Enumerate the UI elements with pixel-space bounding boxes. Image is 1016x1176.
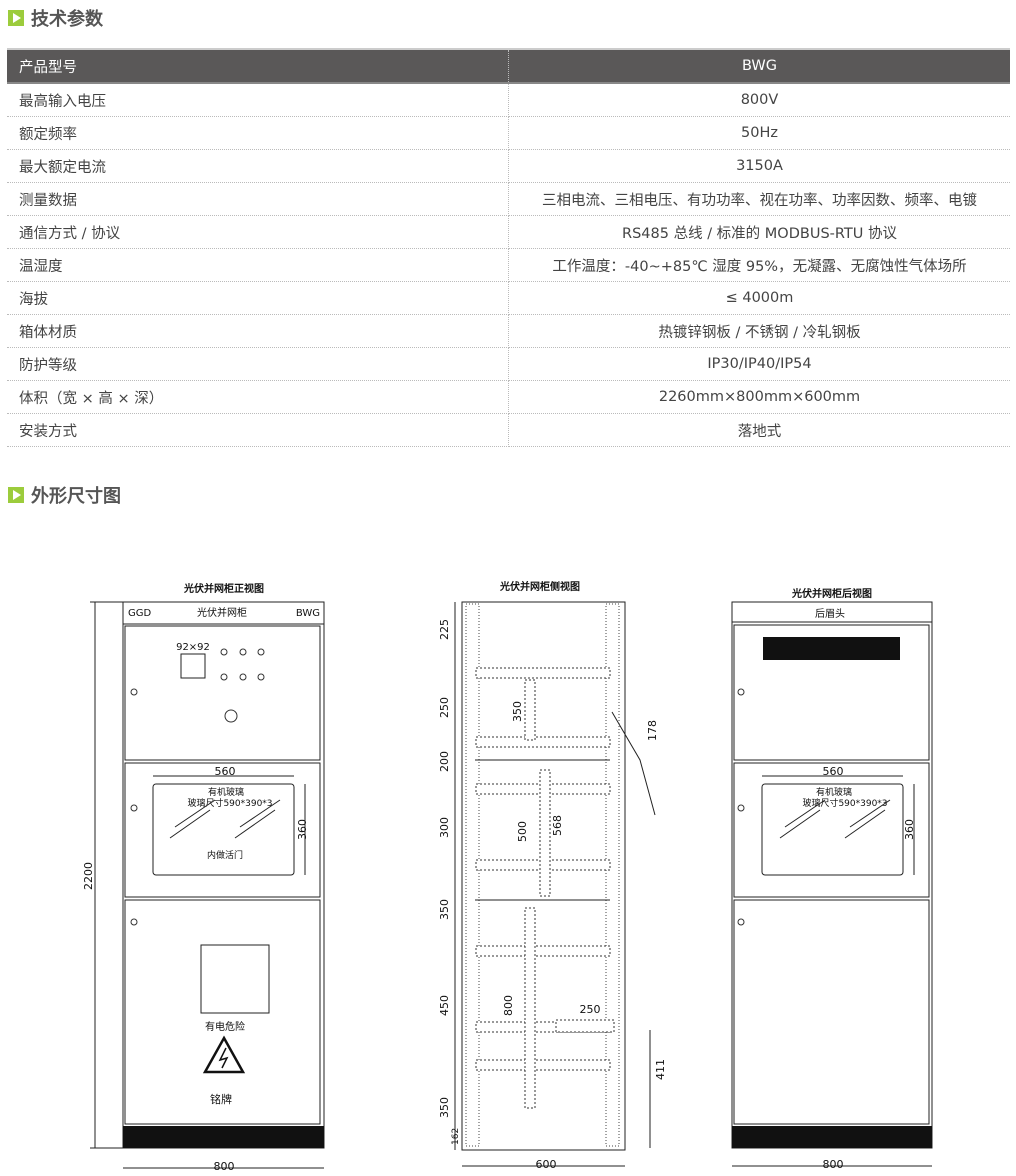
rear-view: 光伏并网柜后视图 后眉头 560 有机玻璃 玻璃尺寸590*390*3 360 … [731, 587, 933, 1171]
row-value: 落地式 [508, 413, 1010, 447]
nameplate-label: 铭牌 [210, 1092, 232, 1106]
side-dim: 225 [438, 619, 451, 640]
rear-glass-label: 有机玻璃 [816, 786, 852, 798]
side-dim-411: 411 [654, 1059, 667, 1080]
section-title-dimensions: 外形尺寸图 [8, 482, 121, 508]
row-label: 测量数据 [7, 182, 509, 216]
side-dim-500: 500 [516, 821, 529, 842]
front-door-label: 内做活门 [207, 849, 243, 861]
row-value: 3150A [508, 149, 1010, 183]
side-dim-350: 350 [511, 701, 524, 722]
row-value: 50Hz [508, 116, 1010, 150]
warning-icon [202, 1035, 246, 1074]
row-label: 通信方式 / 协议 [7, 215, 509, 249]
front-glass-label: 有机玻璃 [208, 786, 244, 798]
row-value: 2260mm×800mm×600mm [508, 380, 1010, 414]
row-label: 防护等级 [7, 347, 509, 381]
table-row: 安装方式落地式 [7, 413, 1010, 447]
header-label: 产品型号 [7, 48, 509, 84]
row-label: 海拔 [7, 281, 509, 315]
row-label: 箱体材质 [7, 314, 509, 348]
row-value: 工作温度：-40~+85℃ 湿度 95%，无凝露、无腐蚀性气体场所 [508, 248, 1010, 282]
rear-header: 后眉头 [815, 608, 845, 620]
row-label: 额定频率 [7, 116, 509, 150]
side-dim-250: 250 [580, 1003, 601, 1016]
triangle-icon [8, 487, 24, 503]
table-row: 温湿度工作温度：-40~+85℃ 湿度 95%，无凝露、无腐蚀性气体场所 [7, 248, 1010, 282]
side-title: 光伏并网柜侧视图 [499, 580, 580, 593]
section-title-text: 外形尺寸图 [31, 486, 121, 507]
side-dim-178: 178 [646, 720, 659, 741]
front-glass-width: 560 [215, 765, 236, 778]
front-title: 光伏并网柜正视图 [183, 582, 264, 595]
danger-label: 有电危险 [205, 1020, 245, 1033]
triangle-icon [8, 10, 24, 26]
side-dim-800: 800 [502, 995, 515, 1016]
side-dim: 250 [438, 697, 451, 718]
front-name: 光伏并网柜 [197, 606, 247, 619]
front-view: 光伏并网柜正视图 GGD 光伏并网柜 BWG 92×92 560 有机玻璃 玻璃… [82, 582, 325, 1173]
front-width: 800 [214, 1160, 235, 1173]
row-value: RS485 总线 / 标准的 MODBUS-RTU 协议 [508, 215, 1010, 249]
rear-title: 光伏并网柜后视图 [791, 587, 872, 600]
side-dim: 350 [438, 1097, 451, 1118]
front-glass-size: 玻璃尺寸590*390*3 [187, 797, 272, 809]
rear-glass-height: 360 [903, 819, 916, 840]
meter-size: 92×92 [176, 642, 210, 653]
row-value: ≤ 4000m [508, 281, 1010, 315]
rear-glass-width: 560 [823, 765, 844, 778]
side-dim: 200 [438, 751, 451, 772]
dimension-drawings: 光伏并网柜正视图 GGD 光伏并网柜 BWG 92×92 560 有机玻璃 玻璃… [82, 580, 933, 1173]
row-value: 800V [508, 83, 1010, 117]
side-dim: 300 [438, 817, 451, 838]
table-row: 体积（宽 × 高 × 深）2260mm×800mm×600mm [7, 380, 1010, 414]
side-dim: 450 [438, 995, 451, 1016]
rear-glass-size: 玻璃尺寸590*390*3 [802, 797, 887, 809]
side-view: 光伏并网柜侧视图 225 250 200 300 350 450 350 162… [438, 580, 667, 1171]
side-dim: 162 [451, 1128, 461, 1145]
front-right-tag: BWG [296, 608, 320, 619]
row-value: 三相电流、三相电压、有功功率、视在功率、功率因数、频率、电镀 [508, 182, 1010, 216]
side-width: 600 [536, 1158, 557, 1171]
row-label: 体积（宽 × 高 × 深） [7, 380, 509, 414]
header-value: BWG [508, 48, 1010, 84]
row-value: IP30/IP40/IP54 [508, 347, 1010, 381]
vent-grille [763, 637, 900, 660]
table-row: 测量数据三相电流、三相电压、有功功率、视在功率、功率因数、频率、电镀 [7, 182, 1010, 216]
front-glass-height: 360 [296, 819, 309, 840]
row-label: 最高输入电压 [7, 83, 509, 117]
row-label: 最大额定电流 [7, 149, 509, 183]
section-title-tech-params: 技术参数 [8, 5, 103, 31]
rear-width: 800 [823, 1158, 844, 1171]
side-dim-568: 568 [551, 815, 564, 836]
front-left-tag: GGD [128, 608, 151, 619]
row-value: 热镀锌钢板 / 不锈钢 / 冷轧钢板 [508, 314, 1010, 348]
front-height: 2200 [82, 862, 95, 890]
row-label: 温湿度 [7, 248, 509, 282]
side-dim: 350 [438, 899, 451, 920]
table-row: 海拔≤ 4000m [7, 281, 1010, 315]
row-label: 安装方式 [7, 413, 509, 447]
section-title-text: 技术参数 [31, 9, 103, 30]
table-row: 箱体材质热镀锌钢板 / 不锈钢 / 冷轧钢板 [7, 314, 1010, 348]
